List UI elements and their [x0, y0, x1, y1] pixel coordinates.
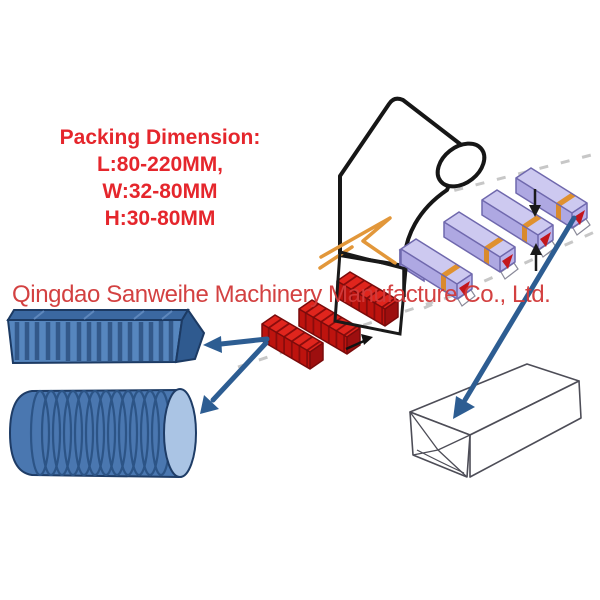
forming-frame [333, 250, 408, 336]
packing-dimension-width: W:32-80MM [102, 180, 218, 203]
blue-corrugated-box [6, 308, 206, 365]
forming-collar [318, 216, 397, 270]
package-outline-box [409, 363, 582, 478]
blue-biscuit-roll [8, 388, 197, 479]
sealing-jaw-arrows-icon [529, 189, 542, 271]
packing-dimension-title: Packing Dimension: [59, 126, 261, 149]
film-roll [435, 141, 487, 189]
packing-dimension-height: H:30-80MM [104, 207, 216, 230]
packing-dimension-text: Packing Dimension: L:80-220MM, W:32-80MM… [50, 124, 270, 232]
flow-arrow-to-roll [200, 340, 269, 414]
infeed-arrow-icon [345, 334, 373, 351]
flow-arrow-to-box [203, 336, 270, 353]
packing-dimension-length: L:80-220MM, [96, 153, 224, 176]
flow-arrow-to-package [453, 215, 577, 419]
company-watermark: Qingdao Sanweihe Machinery Manufacture C… [12, 281, 551, 308]
